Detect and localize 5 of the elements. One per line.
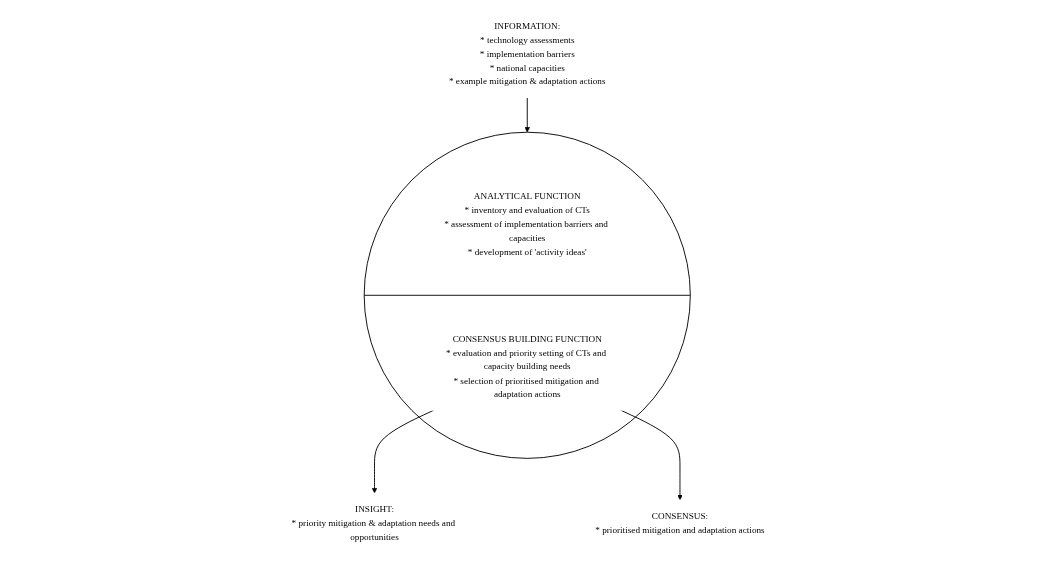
node-text: INFORMATION: * technology assessments * implementation barriers * national capacities * example mitigation & adaptation actions [449,21,606,87]
node-text: INSIGHT: * priority mitigation & adaptation needs and opportunities [292,504,456,542]
node-text: ANALYTICAL FUNCTION * inventory and evaluation of CTs * assessment of implementation barriers and capacities * development of 'activity ideas' [444,191,609,257]
node-text: CONSENSUS BUILDING FUNCTION * evaluation and priority setting of CTs and capacity building needs * selection of prioritised mitigation and adaptation actions [446,333,607,399]
node-text: CONSENSUS: * prioritised mitigation and adaptation actions [595,511,766,535]
